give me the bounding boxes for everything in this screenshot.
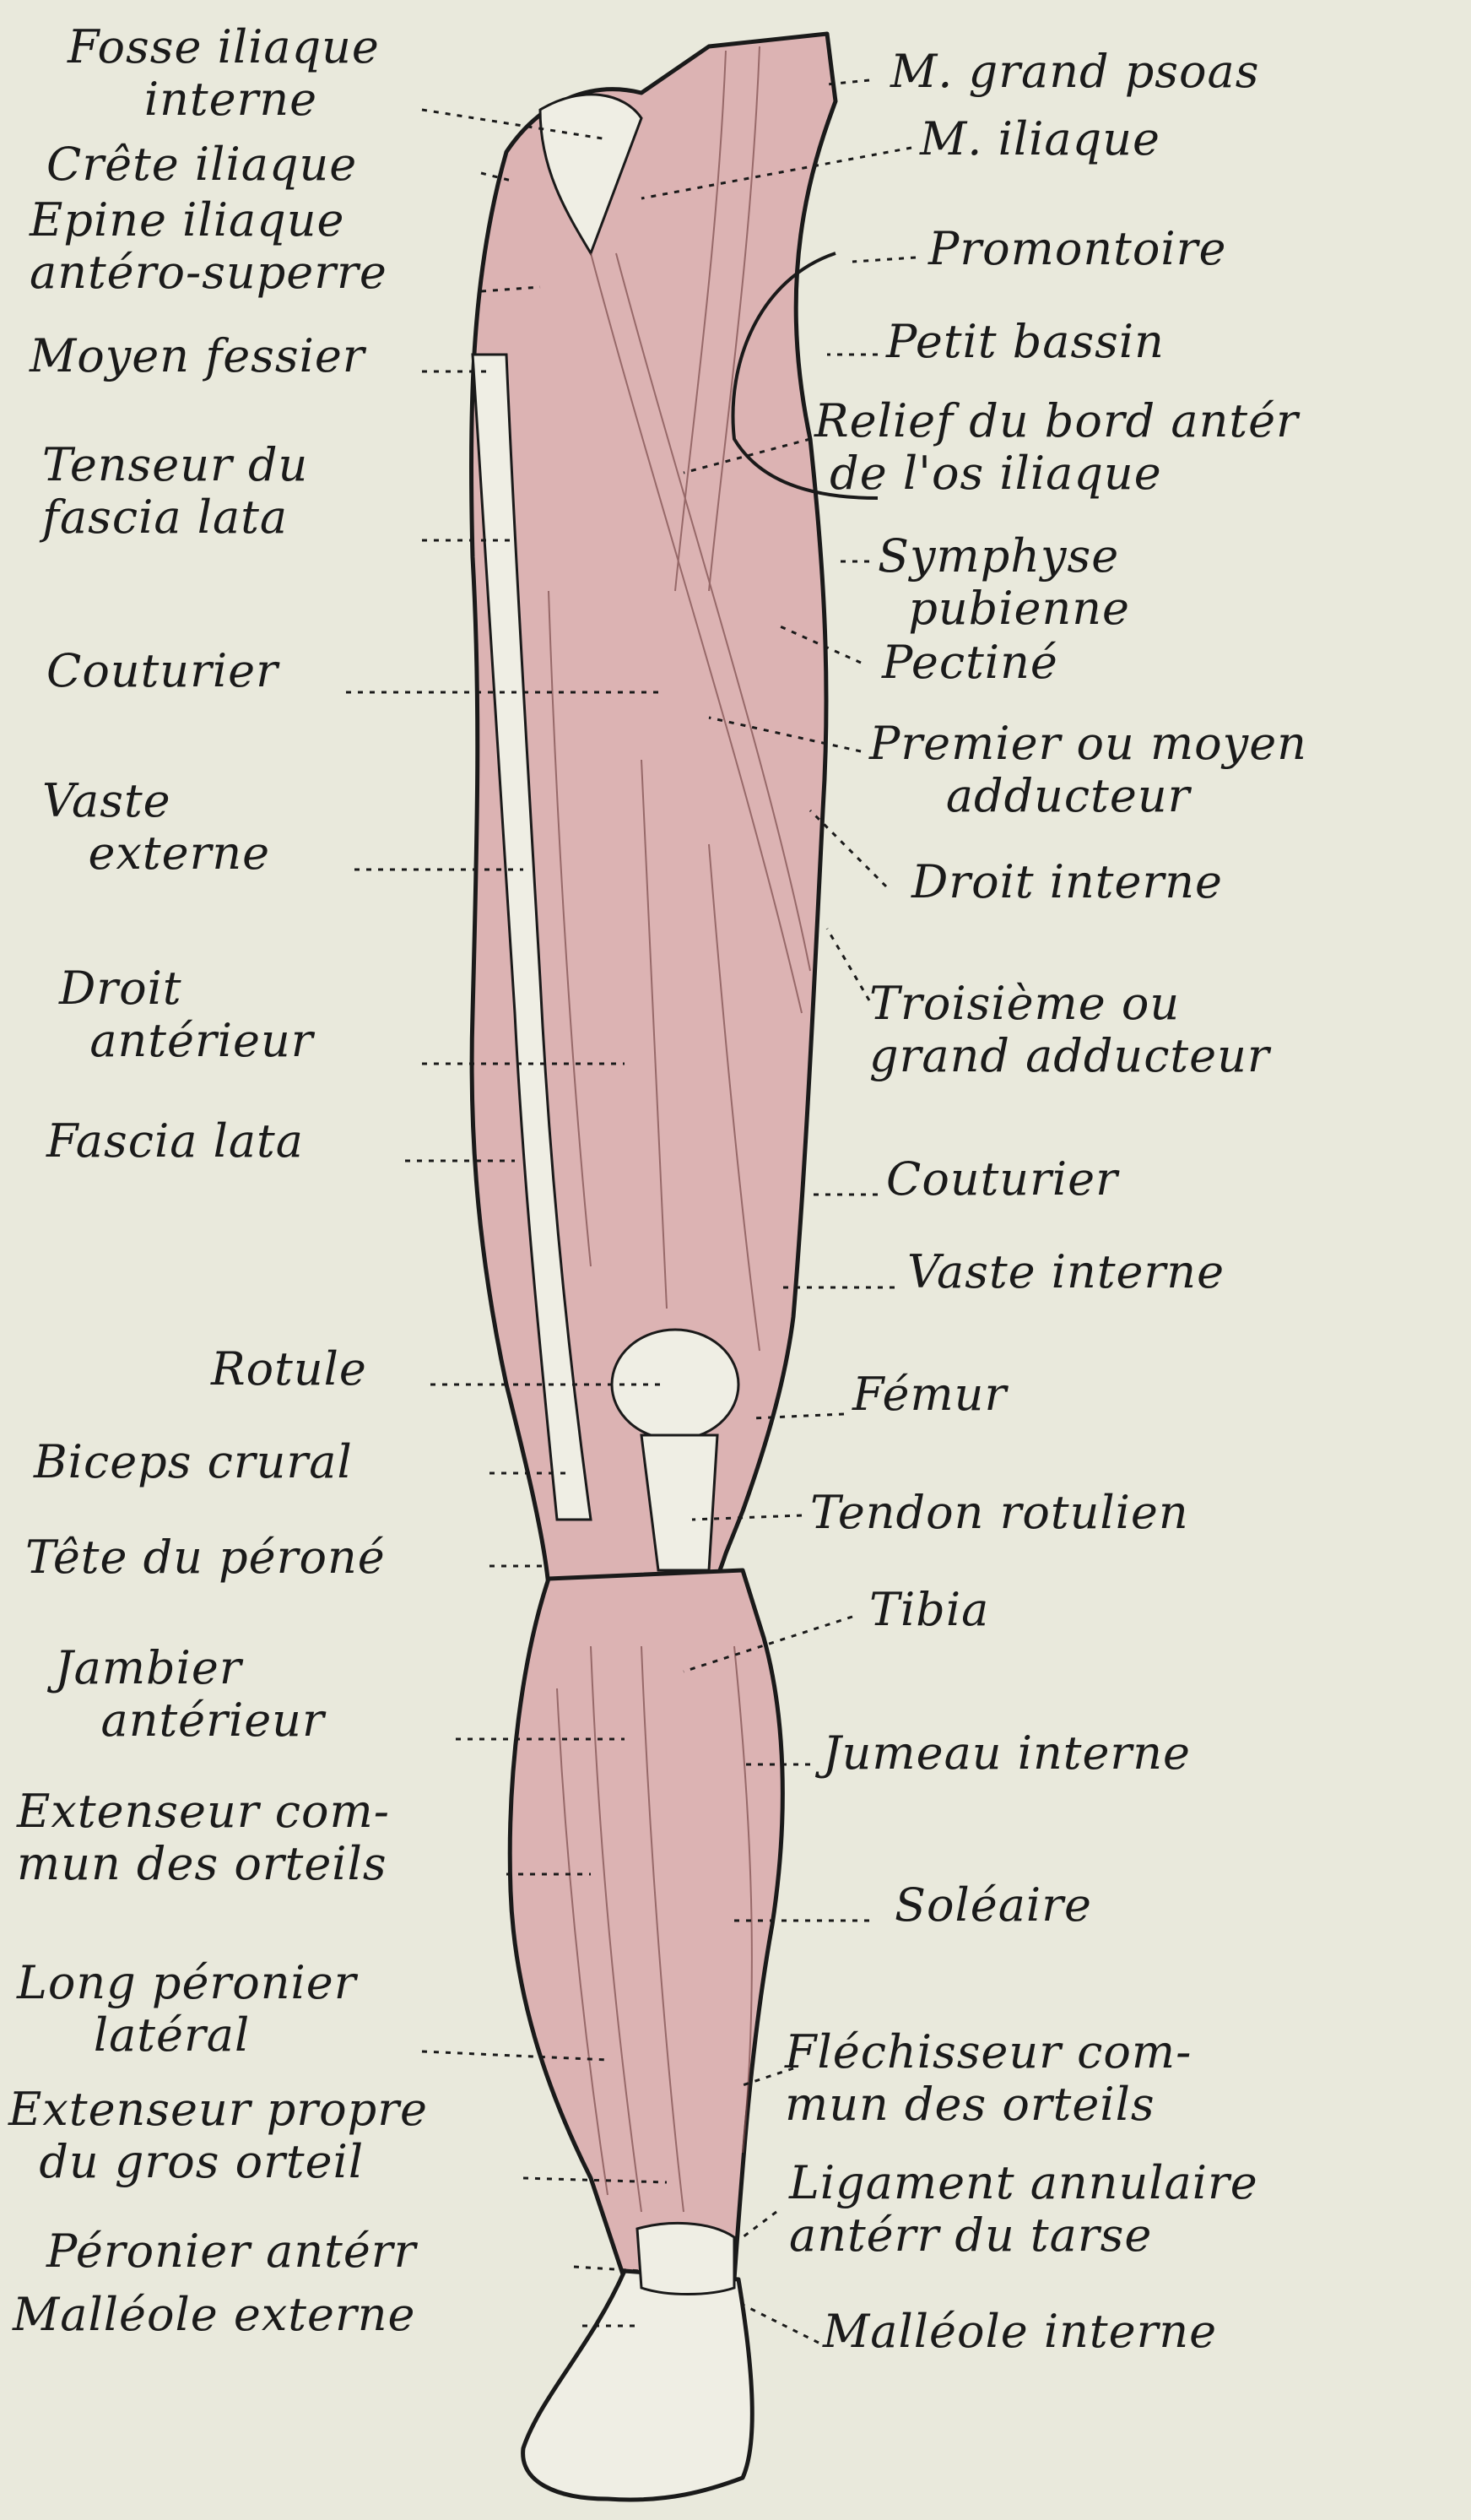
- label-premier-adducteur: Premier ou moyen adducteur: [869, 718, 1307, 822]
- label-ligament-annulaire: Ligament annulaire antérr du tarse: [789, 2157, 1258, 2262]
- label-iliaque: M. iliaque: [920, 117, 1160, 162]
- label-femur: Fémur: [852, 1372, 1007, 1417]
- label-epine-iliaque: Epine iliaque antéro-superre: [30, 194, 387, 299]
- label-jambier-anterieur: Jambier antérieur: [55, 1642, 325, 1747]
- label-troisieme-adducteur: Troisième ou grand adducteur: [869, 978, 1270, 1082]
- label-rotule: Rotule: [211, 1347, 367, 1392]
- label-droit-interne: Droit interne: [911, 859, 1223, 905]
- label-extenseur-propre: Extenseur propre du gros orteil: [8, 2084, 428, 2188]
- label-peronier-anterieur: Péronier antérr: [46, 2229, 416, 2274]
- label-grand-psoas: M. grand psoas: [890, 49, 1259, 95]
- label-promontoire: Promontoire: [928, 226, 1226, 272]
- label-malleole-externe: Malléole externe: [13, 2292, 416, 2338]
- label-biceps-crural: Biceps crural: [34, 1439, 353, 1485]
- label-pectine: Pectiné: [882, 640, 1058, 686]
- label-long-peronier: Long péronier latéral: [17, 1957, 357, 2062]
- label-flechisseur-commun: Fléchisseur com- mun des orteils: [785, 2026, 1192, 2131]
- label-tendon-rotulien: Tendon rotulien: [810, 1490, 1189, 1536]
- label-fosse-iliaque: Fosse iliaque interne: [68, 21, 380, 126]
- label-fascia-lata: Fascia lata: [46, 1119, 304, 1164]
- label-symphyse-pubienne: Symphyse pubienne: [878, 530, 1130, 635]
- label-tibia: Tibia: [869, 1587, 989, 1633]
- label-moyen-fessier: Moyen fessier: [30, 333, 365, 379]
- label-crete-iliaque: Crête iliaque: [46, 142, 357, 187]
- label-vaste-interne: Vaste interne: [907, 1249, 1225, 1295]
- label-couturier-right: Couturier: [886, 1157, 1118, 1202]
- label-extenseur-commun: Extenseur com- mun des orteils: [17, 1786, 390, 1890]
- label-relief-os-iliaque: Relief du bord antér de l'os iliaque: [814, 395, 1299, 500]
- leg-silhouette: [471, 34, 836, 2500]
- label-tete-perone: Tête du péroné: [25, 1535, 386, 1580]
- label-vaste-externe: Vaste externe: [42, 775, 270, 880]
- label-couturier-left: Couturier: [46, 648, 279, 694]
- label-petit-bassin: Petit bassin: [886, 319, 1165, 365]
- label-jumeau-interne: Jumeau interne: [823, 1731, 1191, 1776]
- label-malleole-interne: Malléole interne: [823, 2309, 1217, 2355]
- label-soleaire: Soléaire: [895, 1883, 1092, 1928]
- label-tenseur-fascia-lata: Tenseur du fascia lata: [42, 439, 308, 544]
- label-droit-anterieur: Droit antérieur: [59, 962, 314, 1067]
